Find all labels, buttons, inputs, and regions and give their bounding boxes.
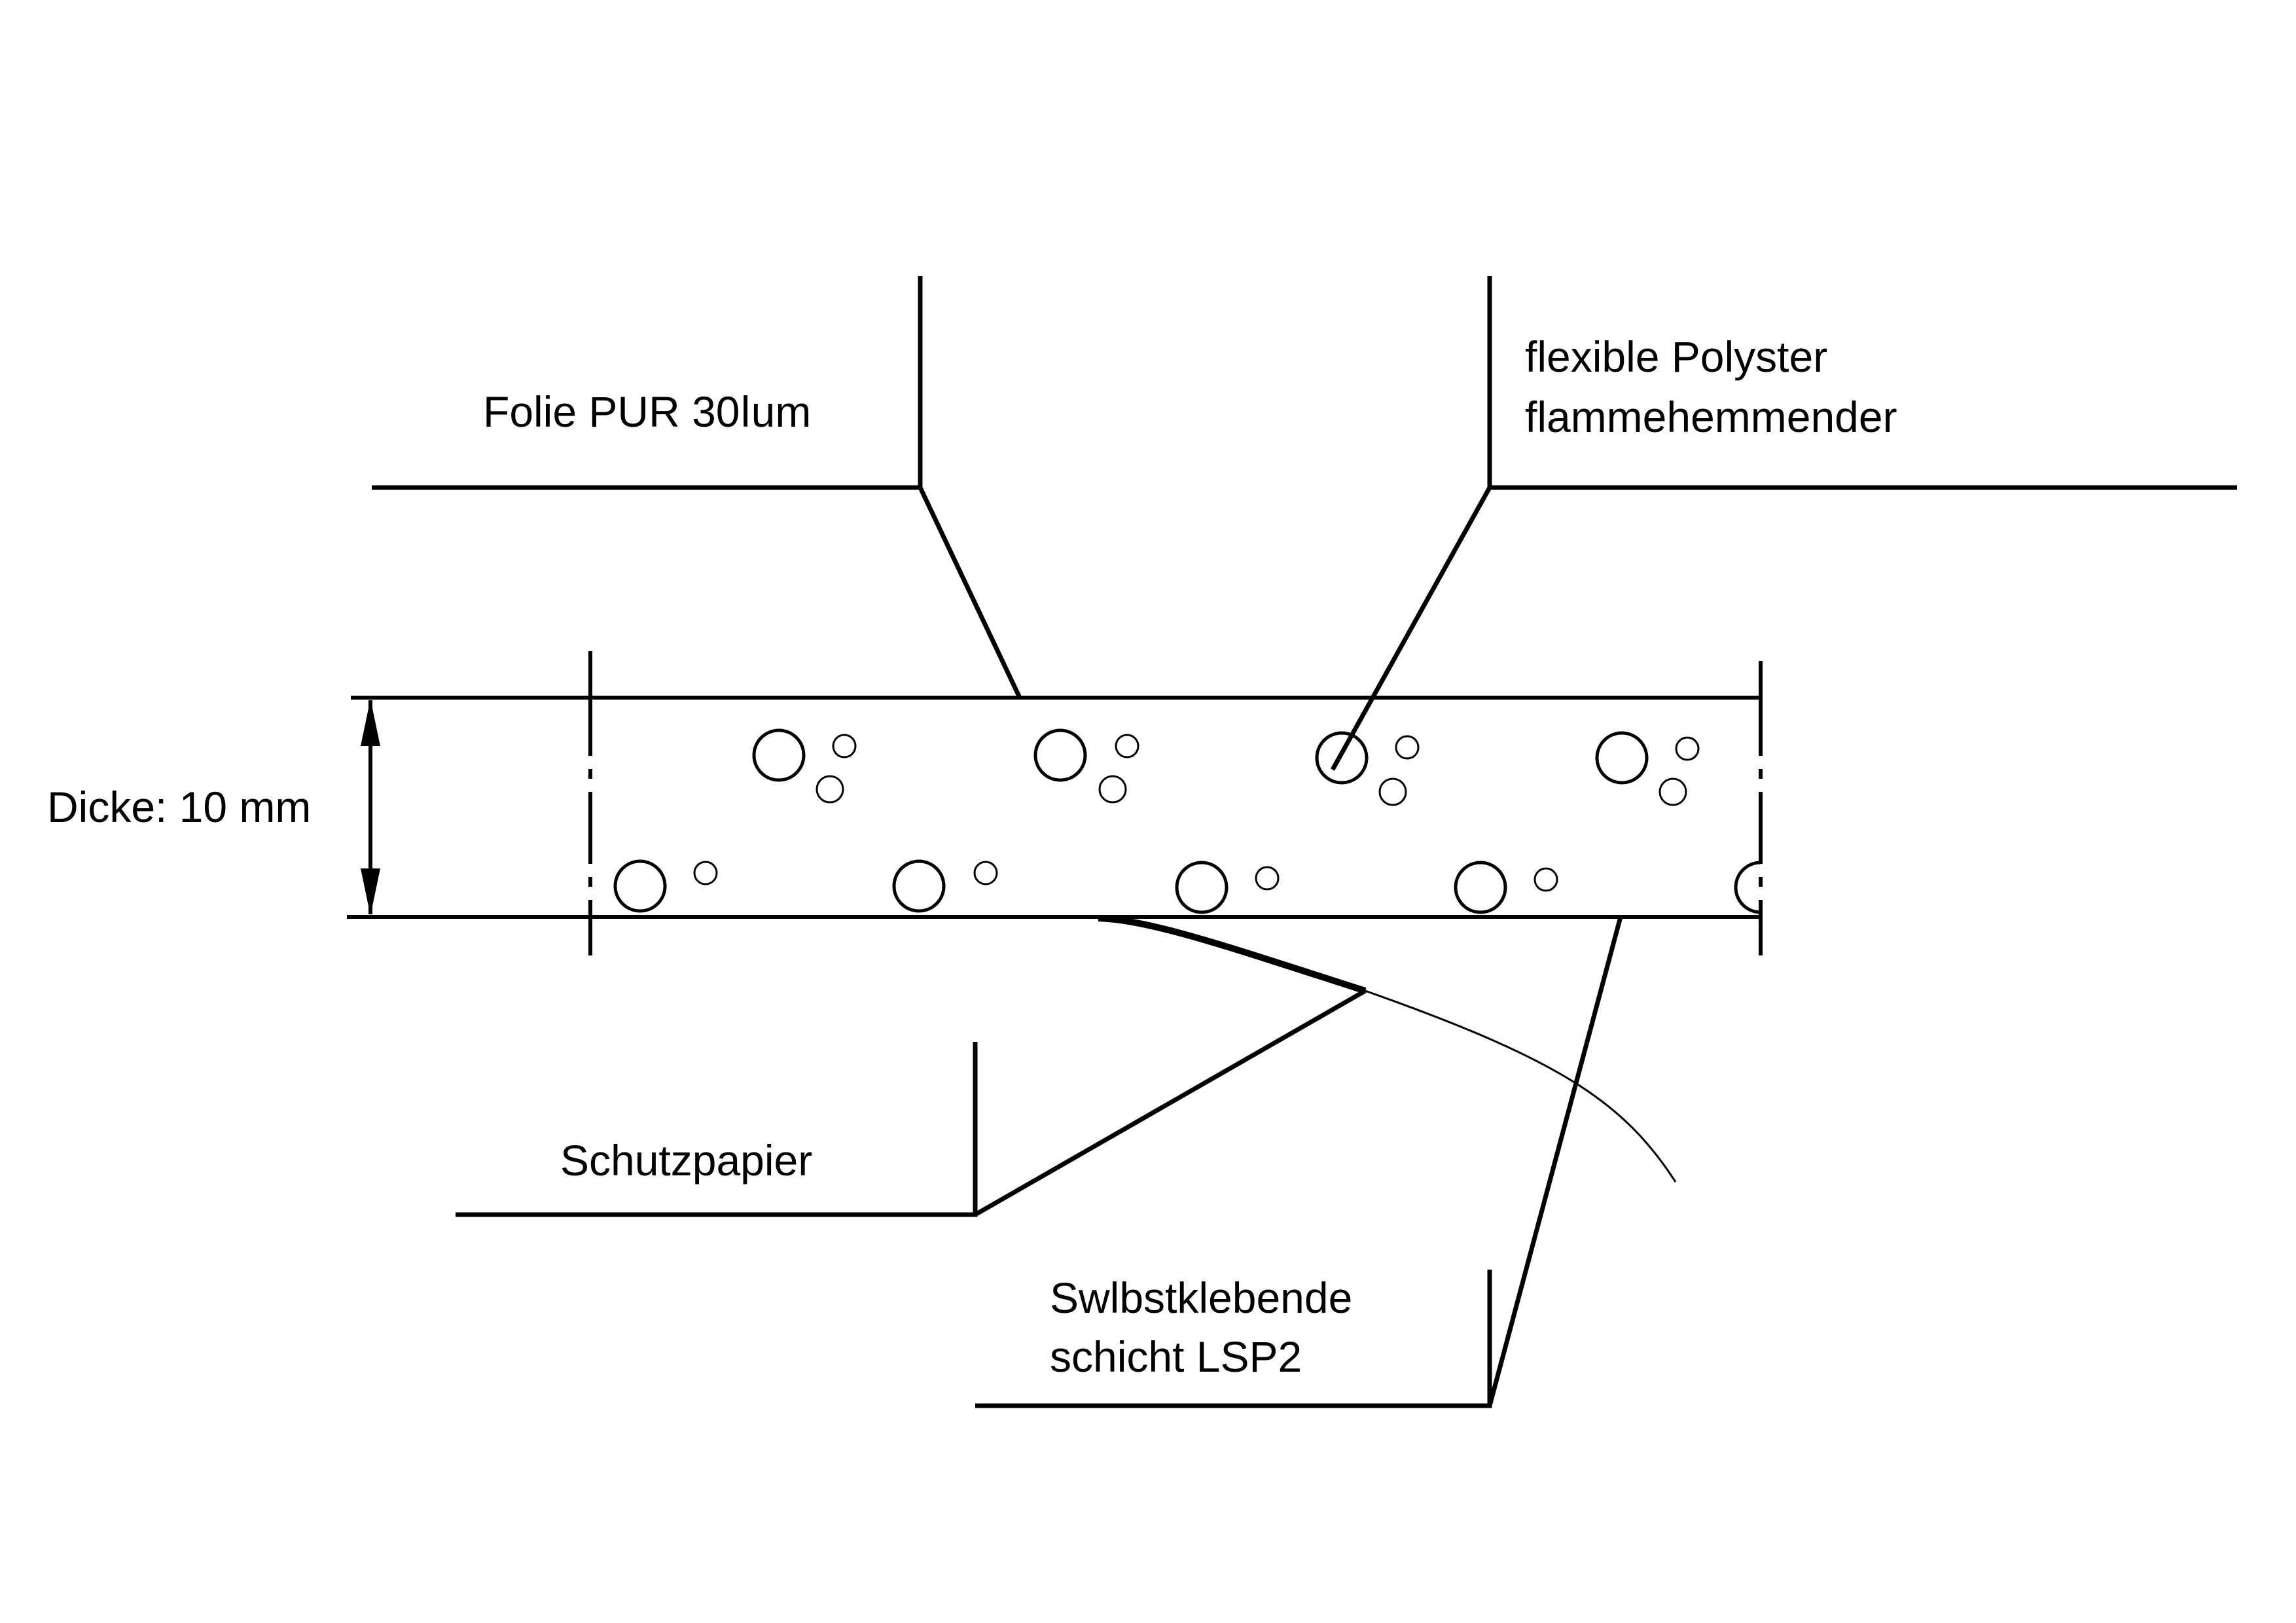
thickness-dimension: Dicke: 10 mm	[47, 699, 380, 916]
leader-pointer-polyester	[1330, 486, 1492, 771]
bubble	[1255, 866, 1280, 891]
bubble	[1378, 777, 1407, 806]
leader-line-schutzpapier	[456, 1042, 978, 1217]
protective-paper-thin	[1365, 990, 1677, 1183]
folie-label: Folie PUR 30ǀum	[483, 387, 811, 436]
protective-paper	[1098, 915, 1677, 1183]
callout-schutzpapier: Schutzpapier	[456, 988, 1367, 1217]
callout-folie: Folie PUR 30ǀum	[372, 276, 1022, 699]
bubble	[973, 861, 998, 885]
bubble	[1675, 736, 1700, 761]
bubble-partial	[1734, 861, 1761, 914]
callout-polyester: flexible Polyster flammehemmender	[1330, 276, 2237, 771]
bubbles-top-row	[752, 728, 1700, 806]
protective-paper-thick	[1098, 915, 1367, 994]
bubble	[1454, 861, 1507, 914]
leader-pointer-schutzpapier	[974, 988, 1367, 1217]
bubble	[816, 775, 844, 804]
polyester-label-line2: flammehemmender	[1525, 393, 1897, 441]
dicke-label: Dicke: 10 mm	[47, 783, 311, 831]
bubble	[1115, 734, 1139, 758]
leader-pointer-folie	[918, 486, 1022, 699]
bubble	[1659, 777, 1687, 806]
bubble	[1098, 775, 1127, 804]
bubble	[1175, 861, 1229, 914]
leader-line-polyester	[1487, 276, 2237, 490]
leader-pointer-klebend	[1487, 916, 1623, 1406]
dimension-arrow-up	[361, 699, 380, 746]
klebend-label-line2: schicht LSP2	[1050, 1332, 1302, 1381]
callout-klebend: Swlbstklebende schicht LSP2	[975, 916, 1623, 1408]
bubble	[693, 861, 718, 885]
bubbles-bottom-row	[613, 859, 1761, 914]
bubble	[892, 859, 946, 913]
dimension-arrow-down	[361, 868, 380, 916]
bubble	[1534, 867, 1558, 892]
klebend-label-line1: Swlbstklebende	[1050, 1274, 1352, 1322]
bubble	[613, 859, 667, 913]
leader-line-folie	[372, 276, 923, 490]
bubble	[1595, 731, 1649, 785]
bubble	[752, 728, 806, 782]
bubble	[1395, 735, 1420, 760]
polyester-label-line1: flexible Polyster	[1525, 332, 1827, 381]
material-layer	[347, 651, 1763, 955]
schutzpapier-label: Schutzpapier	[560, 1136, 812, 1185]
bubble	[832, 734, 857, 758]
bubble	[1033, 728, 1087, 782]
bubble	[1315, 731, 1369, 785]
